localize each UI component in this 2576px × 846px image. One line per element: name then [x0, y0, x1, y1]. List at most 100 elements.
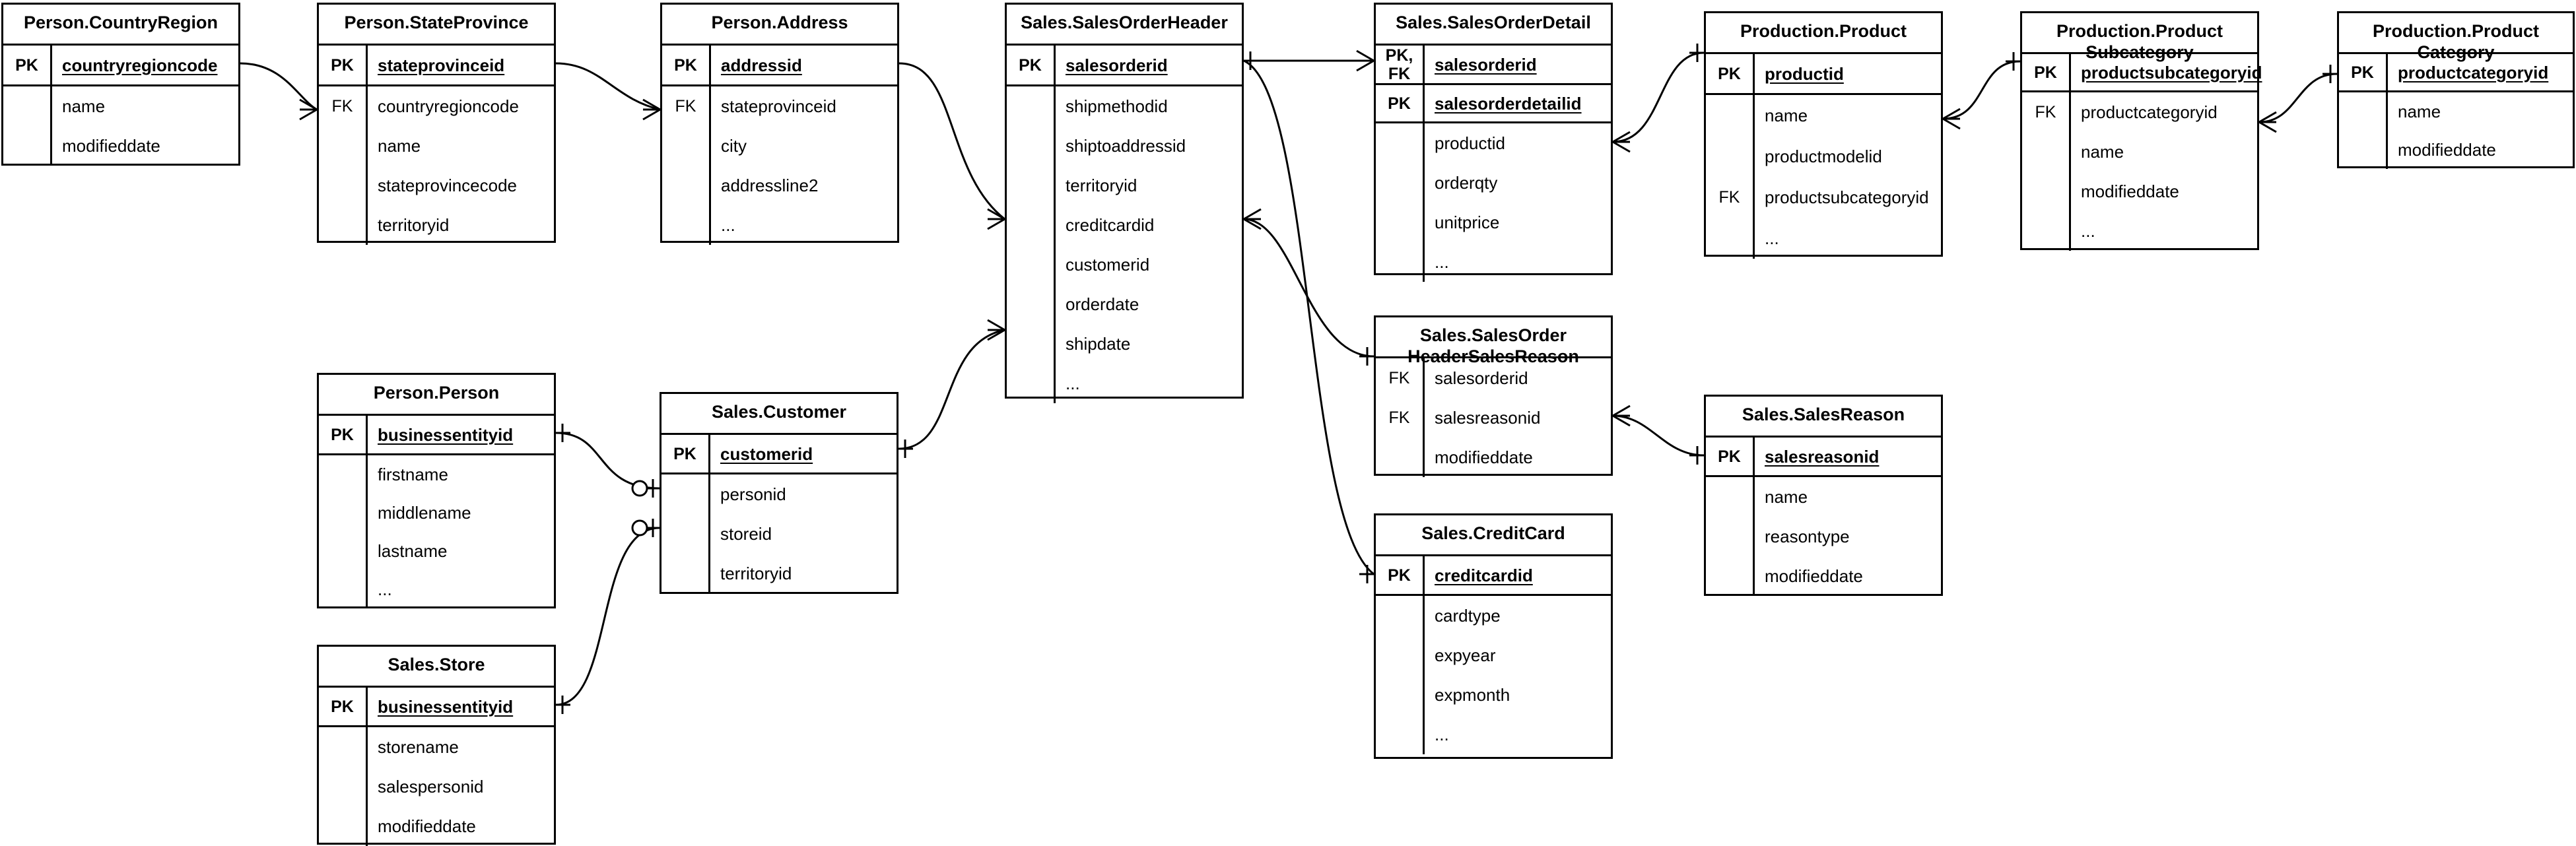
attribute-name-customer-3: territoryid: [720, 564, 792, 583]
key-label-customer-0: PK: [661, 435, 710, 472]
attribute-row-person-middlename[interactable]: middlename: [319, 494, 554, 532]
attribute-row-customer-storeid[interactable]: storeid: [661, 514, 897, 554]
attribute-row-productcategory-modifieddate[interactable]: modifieddate: [2339, 131, 2573, 169]
attribute-name-store-3: modifieddate: [378, 816, 476, 836]
attribute-row-salesorderdetail-orderqty[interactable]: orderqty: [1376, 163, 1611, 203]
edge-rel-person-customer: [555, 432, 660, 490]
attribute-row-salesorderheader-territoryid[interactable]: territoryid: [1007, 166, 1242, 205]
attribute-row-store-salespersonid[interactable]: salespersonid: [319, 767, 554, 806]
attribute-row-sohsr-modifieddate[interactable]: modifieddate: [1376, 438, 1611, 477]
attribute-row-product-[interactable]: ...: [1706, 218, 1941, 259]
key-label-salesreason-0: PK: [1706, 438, 1755, 475]
attribute-row-productsubcategory-modifieddate[interactable]: modifieddate: [2022, 172, 2257, 211]
attribute-name-salesorderheader-3: territoryid: [1066, 176, 1137, 195]
attribute-name-address-2: city: [721, 136, 747, 156]
attribute-row-countryregion-modifieddate[interactable]: modifieddate: [3, 126, 238, 166]
attribute-row-stateprovince-stateprovincecode[interactable]: stateprovincecode: [319, 166, 554, 205]
cardinality-one-rel-productsubcategory-productcategory-to: [2322, 65, 2337, 83]
attribute-row-salesorderheader-shiptoaddressid[interactable]: shiptoaddressid: [1007, 126, 1242, 166]
attribute-row-store-modifieddate[interactable]: modifieddate: [319, 806, 554, 846]
attribute-row-salesorderheader-shipdate[interactable]: shipdate: [1007, 324, 1242, 364]
attribute-row-stateprovince-name[interactable]: name: [319, 126, 554, 166]
key-label-product-2: [1706, 136, 1755, 177]
attribute-row-salesreason-reasontype[interactable]: reasontype: [1706, 517, 1941, 556]
attribute-row-creditcard-cardtype[interactable]: cardtype: [1376, 596, 1611, 635]
attribute-row-salesorderdetail-productid[interactable]: productid: [1376, 123, 1611, 163]
attribute-row-stateprovince-territoryid[interactable]: territoryid: [319, 205, 554, 245]
attribute-row-customer-territoryid[interactable]: territoryid: [661, 554, 897, 593]
attribute-row-productcategory-name[interactable]: name: [2339, 92, 2573, 131]
attribute-row-countryregion-name[interactable]: name: [3, 86, 238, 126]
attribute-name-salesorderheader-2: shiptoaddressid: [1066, 136, 1186, 156]
attribute-row-salesorderdetail-unitprice[interactable]: unitprice: [1376, 203, 1611, 242]
attribute-row-salesreason-modifieddate[interactable]: modifieddate: [1706, 556, 1941, 596]
key-label-person-3: [319, 532, 368, 570]
attribute-row-person-[interactable]: ...: [319, 570, 554, 608]
attribute-row-creditcard-expyear[interactable]: expyear: [1376, 635, 1611, 675]
attribute-row-store-storename[interactable]: storename: [319, 727, 554, 767]
attribute-row-salesorderheader-[interactable]: ...: [1007, 364, 1242, 403]
attribute-row-creditcard-expmonth[interactable]: expmonth: [1376, 675, 1611, 715]
attribute-row-productsubcategory-name[interactable]: name: [2022, 132, 2257, 172]
attribute-row-address-[interactable]: ...: [662, 205, 897, 245]
attribute-row-productsubcategory-[interactable]: ...: [2022, 211, 2257, 251]
attribute-row-salesorderheader-shipmethodid[interactable]: shipmethodid: [1007, 86, 1242, 126]
cardinality-one-rel-store-customer-from: [556, 696, 570, 714]
attribute-row-address-city[interactable]: city: [662, 126, 897, 166]
key-label-address-1: FK: [662, 86, 711, 126]
attribute-row-salesorderheader-orderdate[interactable]: orderdate: [1007, 284, 1242, 324]
attribute-name-product-0: productid: [1765, 63, 1844, 84]
attribute-row-customer-personid[interactable]: personid: [661, 474, 897, 514]
attribute-row-salesreason-name[interactable]: name: [1706, 477, 1941, 517]
entity-title-address: Person.Address: [662, 5, 897, 46]
attribute-row-salesorderheader-creditcardid[interactable]: creditcardid: [1007, 205, 1242, 245]
attribute-row-creditcard-[interactable]: ...: [1376, 715, 1611, 754]
attribute-row-salesorderdetail-[interactable]: ...: [1376, 242, 1611, 282]
attribute-name-person-0: businessentityid: [378, 424, 514, 445]
attribute-row-address-addressline2[interactable]: addressline2: [662, 166, 897, 205]
attribute-row-salesorderheader-customerid[interactable]: customerid: [1007, 245, 1242, 284]
attribute-name-stateprovince-4: territoryid: [378, 215, 450, 235]
entity-title-stateprovince: Person.StateProvince: [319, 5, 554, 46]
attribute-row-person-lastname[interactable]: lastname: [319, 532, 554, 570]
attribute-row-person-firstname[interactable]: firstname: [319, 455, 554, 494]
attribute-row-product-name[interactable]: name: [1706, 95, 1941, 136]
cardinality-many-rel-customer-salesorderheader-to: [987, 319, 1005, 341]
attribute-row-product-productmodelid[interactable]: productmodelid: [1706, 136, 1941, 177]
